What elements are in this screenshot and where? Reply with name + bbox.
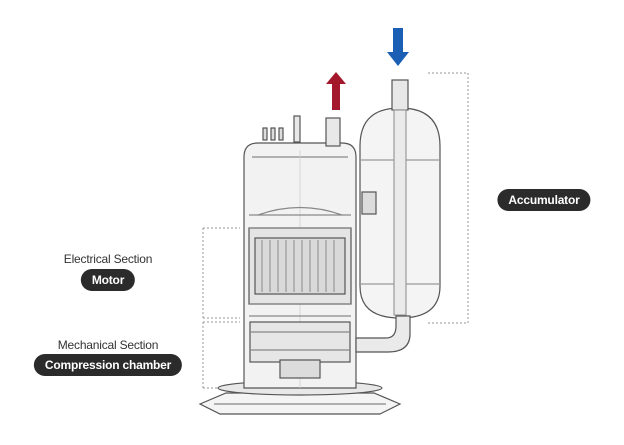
compression-mechanism <box>249 321 351 379</box>
accumulator-label: Accumulator <box>497 189 591 211</box>
compression-chamber-label: Compression chamber <box>33 354 183 376</box>
electrical-bracket <box>202 227 240 319</box>
suction-pipe <box>355 315 411 353</box>
accumulator-bracket <box>428 72 469 324</box>
mechanical-bracket <box>202 321 240 389</box>
electrical-section-caption: Electrical Section <box>63 252 153 266</box>
mechanical-section-caption: Mechanical Section <box>57 338 159 352</box>
arrow-up-icon <box>326 72 346 110</box>
outlet-pipe <box>325 117 341 147</box>
arrow-down-icon <box>387 28 409 66</box>
motor-label: Motor <box>80 269 136 291</box>
motor-stator <box>248 206 352 317</box>
accumulator-tank <box>359 79 441 319</box>
terminal <box>262 115 301 143</box>
